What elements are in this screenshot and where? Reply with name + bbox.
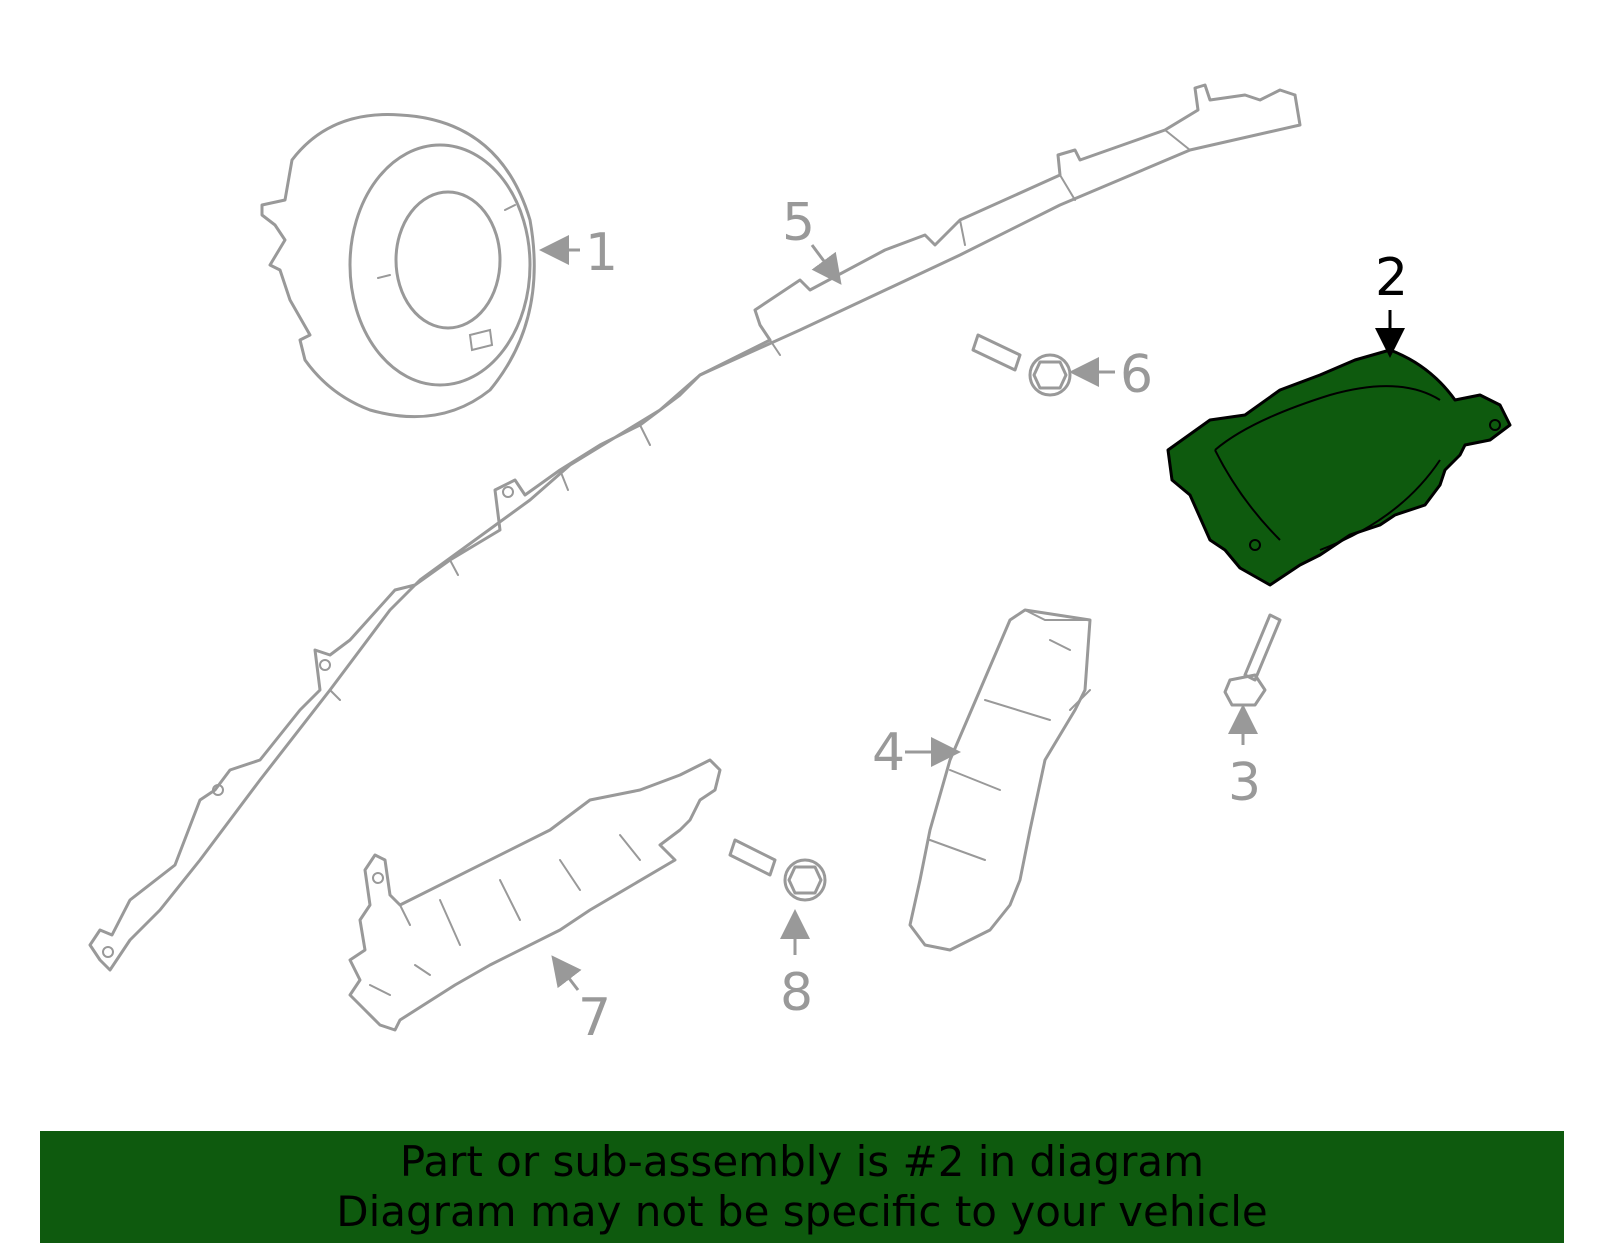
part-5-curtain-airbag[interactable] [88,83,1302,972]
svg-text:6: 6 [1120,345,1153,405]
banner-line-1: Part or sub-assembly is #2 in diagram [399,1137,1205,1186]
callout-2: 2 [1375,248,1408,358]
svg-text:4: 4 [872,723,905,783]
callout-7: 7 [551,955,611,1048]
callout-6: 6 [1069,345,1153,405]
svg-text:2: 2 [1375,248,1408,308]
callout-4: 4 [872,723,961,783]
svg-text:7: 7 [578,988,611,1048]
callout-1: 1 [539,223,618,283]
svg-text:8: 8 [780,963,813,1023]
part-4-knee-airbag[interactable] [908,608,1092,952]
part-8-bolt[interactable] [728,838,827,902]
callout-3: 3 [1228,704,1261,813]
svg-text:3: 3 [1228,753,1261,813]
part-6-bolt[interactable] [971,333,1072,397]
banner-line-2: Diagram may not be specific to your vehi… [336,1187,1268,1236]
callout-5: 5 [782,193,842,285]
callout-8: 8 [780,909,813,1023]
part-3-bolt[interactable] [1223,613,1282,707]
part-1-driver-airbag[interactable] [260,113,536,419]
info-banner: Part or sub-assembly is #2 in diagram Di… [40,1131,1564,1243]
svg-text:5: 5 [782,193,815,253]
svg-text:1: 1 [585,223,618,283]
part-7-bracket[interactable] [348,758,722,1032]
part-2-passenger-airbag[interactable] [1166,348,1512,587]
airbag-parts-diagram: 1 2 3 4 5 6 7 8 [88,83,1512,1048]
